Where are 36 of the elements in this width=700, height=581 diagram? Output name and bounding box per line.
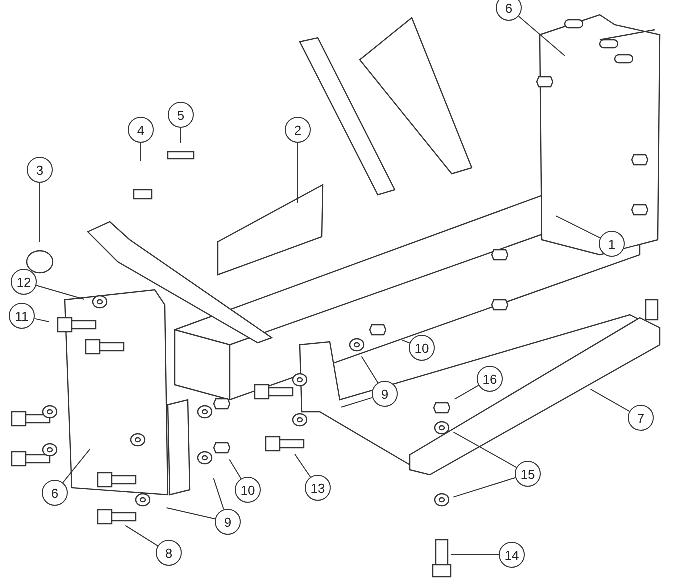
leader-line (213, 478, 224, 510)
callout-number: 4 (128, 117, 154, 143)
callout-number: 8 (156, 540, 182, 566)
leader-line (294, 454, 312, 478)
leader-line (556, 216, 601, 239)
leader-line (453, 432, 518, 468)
callout-number: 14 (499, 542, 525, 568)
leader-line (590, 388, 630, 412)
leader-line (180, 128, 182, 144)
leader-line (125, 525, 158, 547)
callout-number: 2 (285, 117, 311, 143)
callout-number: 6 (42, 480, 68, 506)
leader-line (36, 285, 85, 300)
callout-number: 5 (168, 102, 194, 128)
leader-line (454, 385, 480, 400)
leader-line (140, 142, 142, 162)
callout-number: 15 (515, 461, 541, 487)
callout-number: 6 (496, 0, 522, 21)
leader-line (518, 16, 566, 57)
leader-line (450, 554, 500, 556)
leader-line (229, 459, 242, 480)
callout-number: 12 (11, 269, 37, 295)
leader-line (166, 508, 216, 520)
leader-line (62, 448, 91, 484)
callout-number: 9 (215, 509, 241, 535)
callout-number: 10 (235, 477, 261, 503)
callout-number: 3 (27, 157, 53, 183)
callout-number: 7 (628, 405, 654, 431)
leader-line (34, 318, 50, 323)
leader-line (361, 356, 379, 384)
leader-line (341, 397, 374, 408)
leader-line (402, 340, 410, 344)
callout-number: 11 (9, 303, 35, 329)
callout-number: 10 (409, 335, 435, 361)
leader-line (453, 477, 516, 498)
callout-number: 13 (305, 475, 331, 501)
